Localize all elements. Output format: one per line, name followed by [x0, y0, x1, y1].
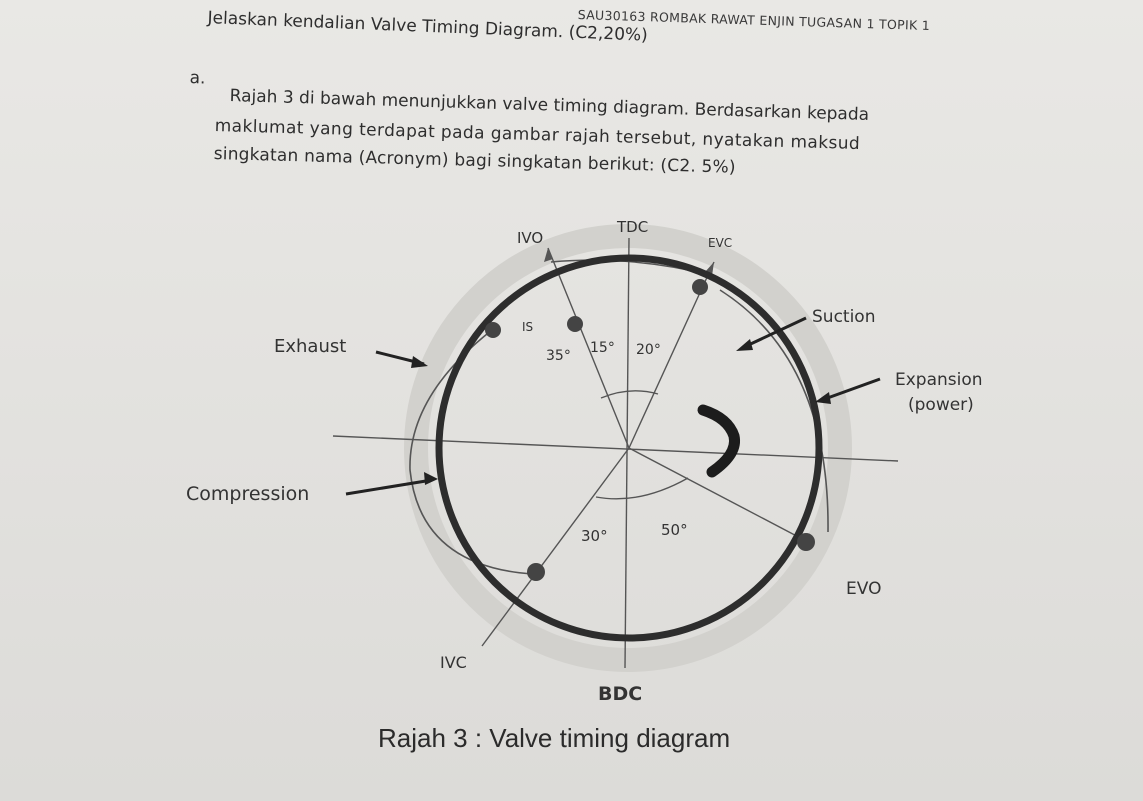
outer-arc-right — [719, 289, 829, 533]
exhaust-arrowhead — [411, 356, 428, 368]
ivo-label: IVO — [517, 229, 543, 247]
evc-label: EVC — [708, 236, 732, 250]
tdc-bdc-line — [624, 237, 630, 669]
ivc-dot — [527, 563, 545, 581]
compression-arrowhead — [424, 472, 438, 485]
power-label: (power) — [908, 395, 974, 415]
suction-arrow — [741, 316, 807, 350]
is-angle-label: 35° — [546, 348, 571, 364]
ivc-line — [481, 447, 630, 647]
suction-label: Suction — [812, 307, 875, 327]
evc-angle-label: 20° — [636, 342, 661, 358]
ivo-line — [547, 247, 630, 449]
exhaust-dot — [485, 322, 501, 338]
expansion-arrowhead — [815, 392, 831, 404]
is-dot — [567, 316, 583, 332]
evo-dot — [797, 533, 815, 551]
is-label: IS — [522, 320, 533, 334]
ivc-label: IVC — [440, 653, 467, 672]
ivo-angle-label: 15° — [590, 340, 615, 356]
ivc-angle-label: 30° — [581, 527, 608, 545]
evo-angle-label: 50° — [661, 521, 688, 539]
exhaust-label: Exhaust — [274, 336, 346, 357]
expansion-arrow — [821, 377, 881, 402]
ivo-dot — [692, 279, 708, 295]
bdc-label: BDC — [598, 683, 642, 705]
timing-circle — [435, 254, 823, 642]
ivo-arrowhead — [544, 248, 553, 262]
suction-arrowhead — [736, 339, 753, 351]
compression-arrow — [345, 478, 433, 496]
question-label: a. — [189, 68, 206, 89]
spark-marker — [697, 404, 741, 478]
bottom-angle-arc — [595, 477, 689, 500]
top-angle-arc — [600, 390, 659, 399]
figure-caption: Rajah 3 : Valve timing diagram — [378, 723, 731, 753]
evo-label: EVO — [846, 579, 881, 599]
evo-line — [628, 447, 809, 543]
expansion-label: Expansion — [895, 370, 983, 390]
tdc-label: TDC — [616, 218, 648, 236]
compression-label: Compression — [186, 483, 309, 505]
outer-band — [404, 224, 852, 672]
horizontal-axis — [332, 435, 899, 462]
